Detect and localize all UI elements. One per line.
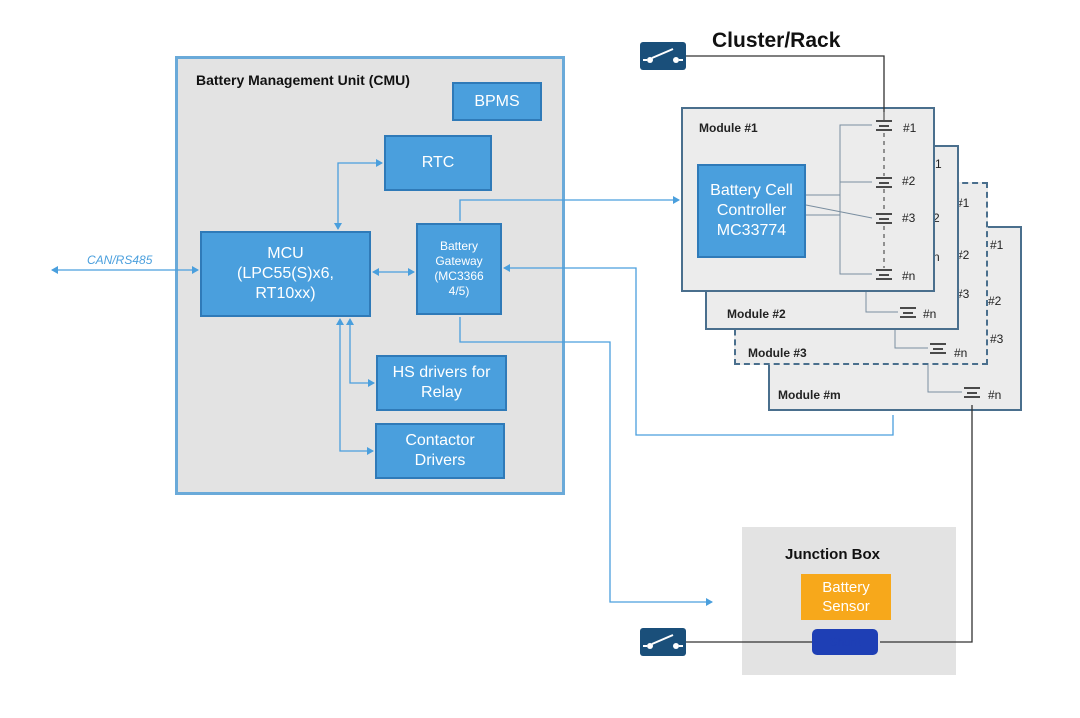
shunt-block: Shunt: [812, 629, 878, 655]
module-3-label-2: #2: [956, 248, 970, 262]
battery-cell-controller: Battery Cell Controller MC33774: [697, 164, 806, 258]
battery-sensor-block: Battery Sensor: [801, 574, 891, 620]
module-m-title: Module #m: [778, 388, 841, 402]
relay-switch-icon: [640, 628, 686, 656]
relay-switch-icon: [640, 42, 686, 70]
cmu-title: Battery Management Unit (CMU): [196, 72, 410, 88]
can-rs485-label: CAN/RS485: [87, 253, 153, 267]
module-3-title: Module #3: [748, 346, 807, 360]
module-m-label-2: #2: [988, 294, 1002, 308]
module-2-title: Module #2: [727, 307, 786, 321]
module-3-label-3: #3: [956, 287, 970, 301]
bpms-block: BPMS: [452, 82, 542, 121]
module-2-label-1: 1: [935, 157, 942, 171]
hs-drivers-block: HS drivers for Relay: [376, 355, 507, 411]
module-1-cell-3: #3: [902, 211, 916, 225]
module-3-label-1: #1: [956, 196, 970, 210]
cluster-rack-title: Cluster/Rack: [712, 29, 841, 52]
mcu-block: MCU (LPC55(S)x6, RT10xx): [200, 231, 371, 317]
module-2-label-3: n: [933, 250, 940, 264]
module-m-label-1: #1: [990, 238, 1004, 252]
module-1-cell-2: #2: [902, 174, 916, 188]
module-m-cell-n: #n: [988, 388, 1002, 402]
rtc-block: RTC: [384, 135, 492, 191]
module-3-cell-n: #n: [954, 346, 968, 360]
contactor-drivers-block: Contactor Drivers: [375, 423, 505, 479]
module-m-label-3: #3: [990, 332, 1004, 346]
module-2-cell-n: #n: [923, 307, 937, 321]
junction-box-title: Junction Box: [785, 546, 881, 563]
battery-gateway-block: Battery Gateway (MC3366 4/5): [416, 223, 502, 315]
module-1-title: Module #1: [699, 121, 758, 135]
module-1-cell-n: #n: [902, 269, 916, 283]
module-2-label-2: 2: [933, 211, 940, 225]
module-1-cell-1: #1: [903, 121, 917, 135]
